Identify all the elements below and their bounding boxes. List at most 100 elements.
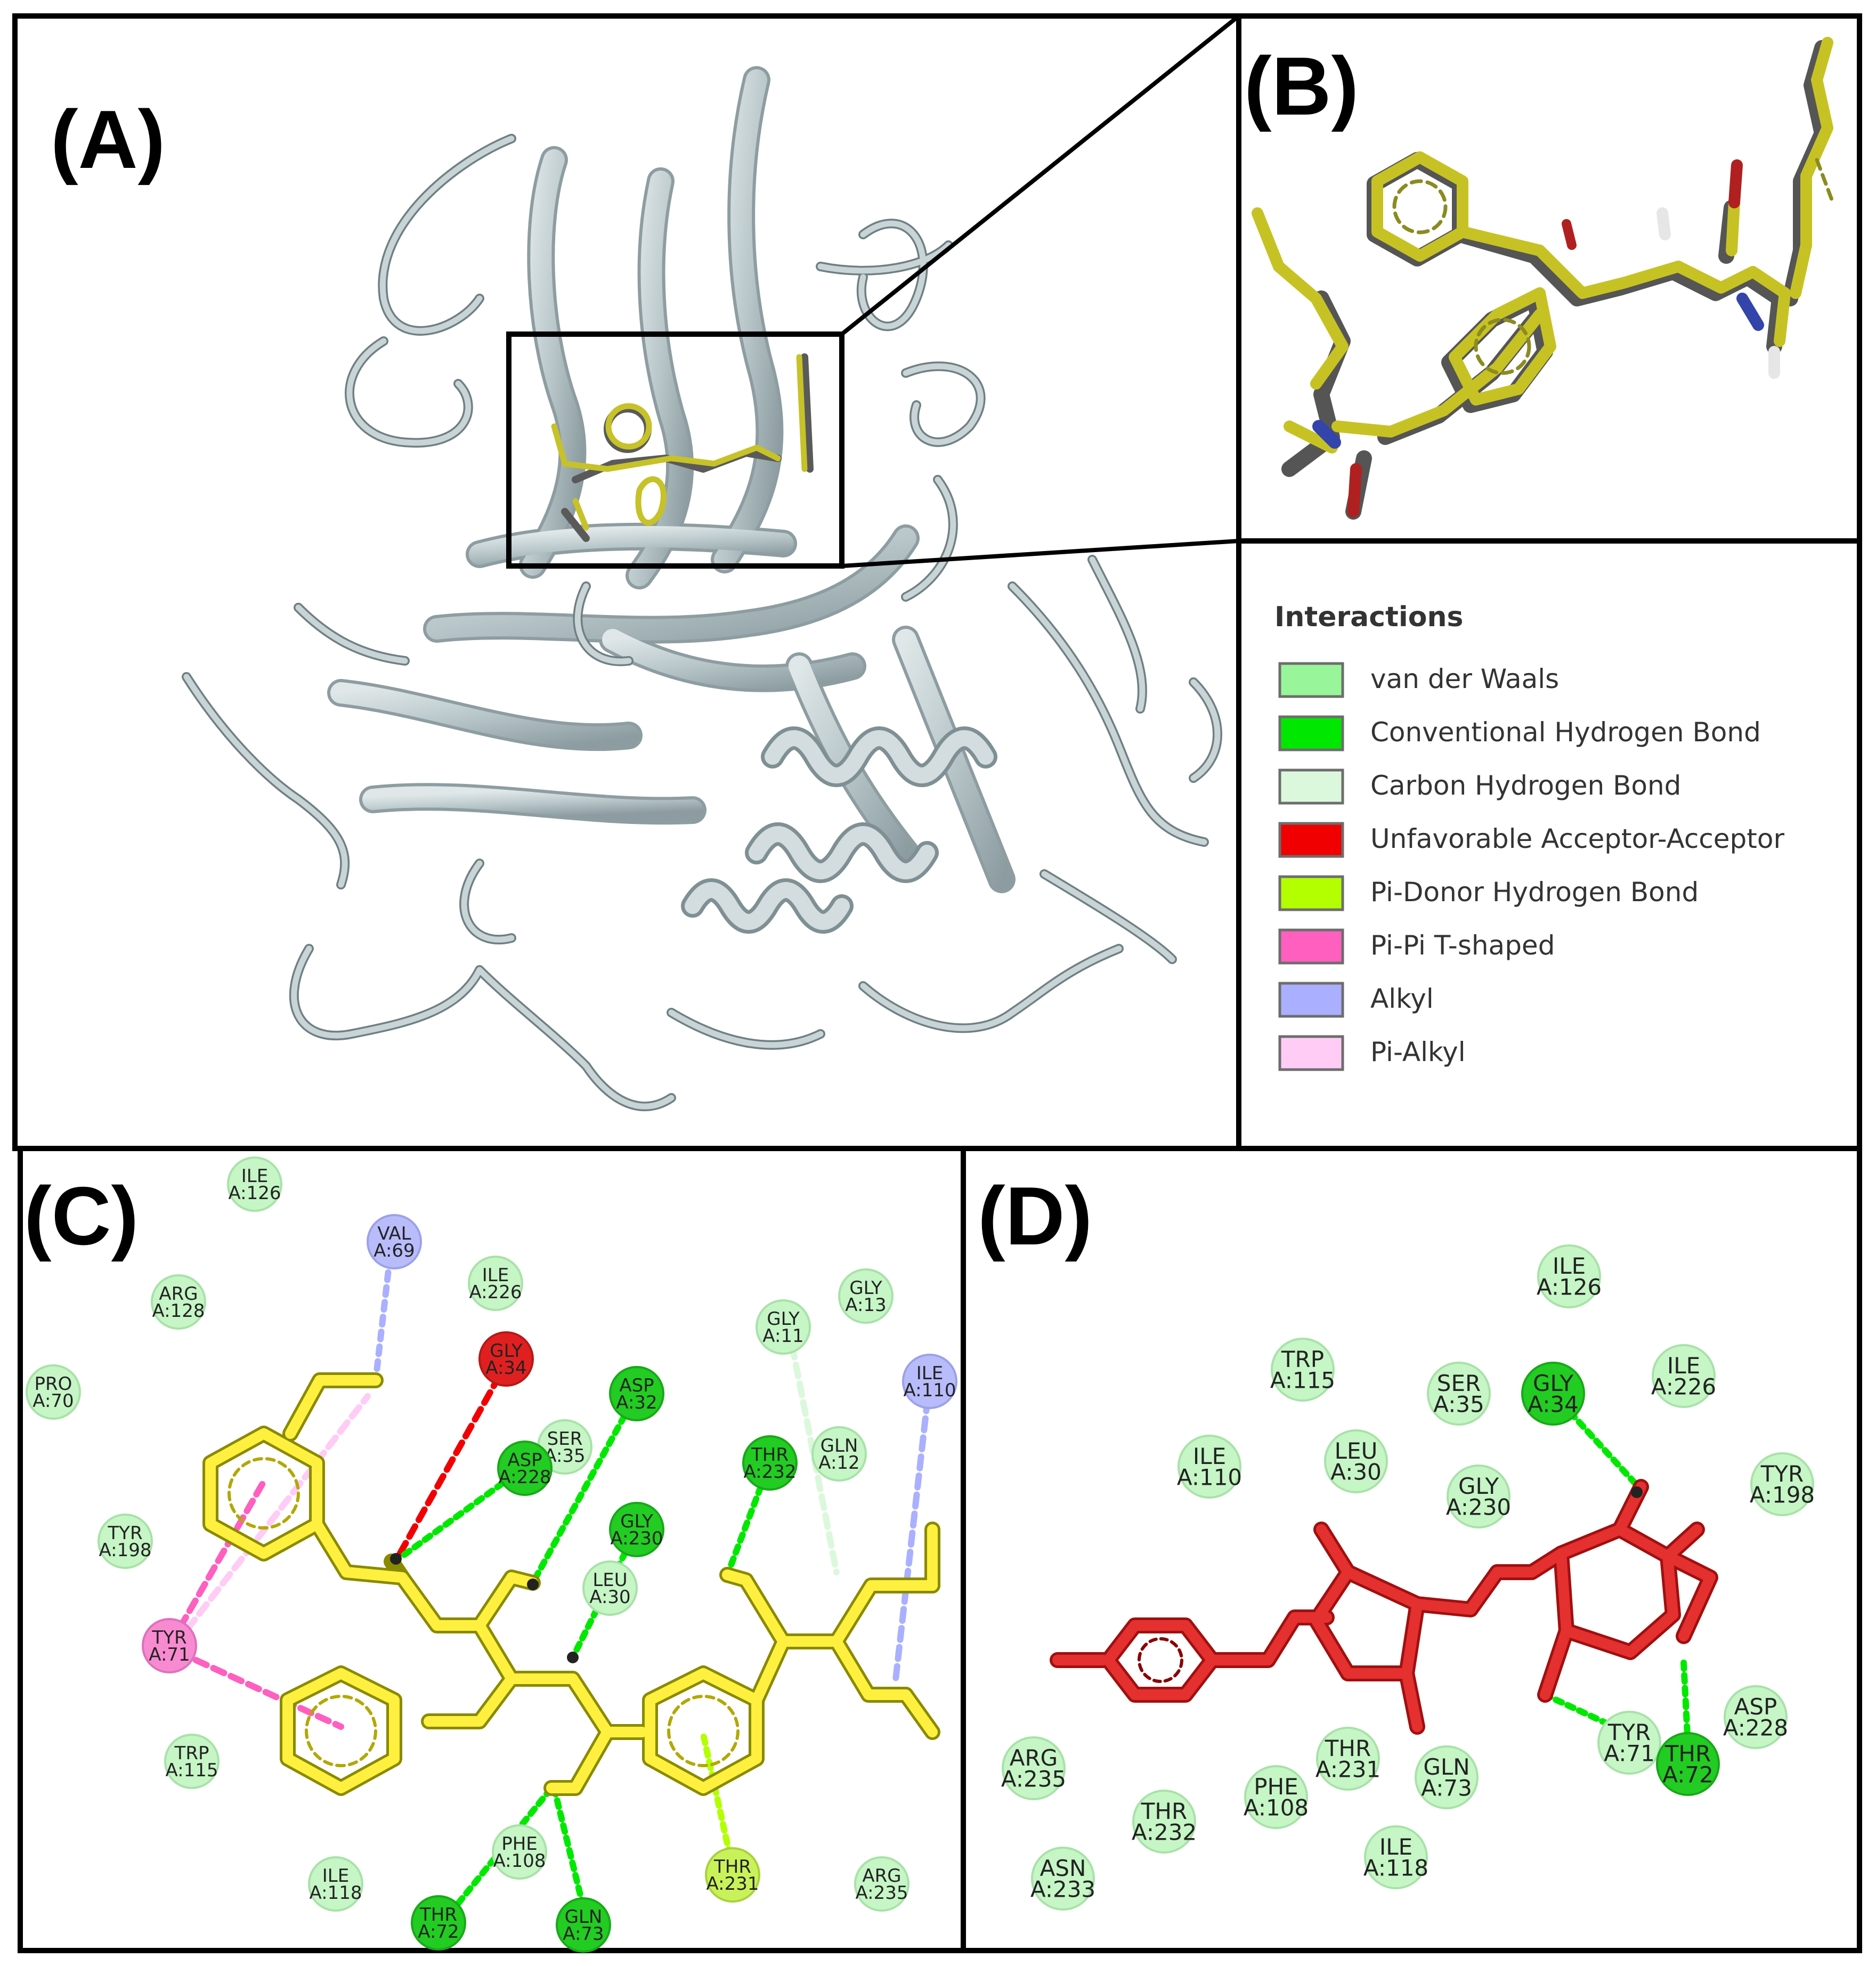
legend-item: van der Waals bbox=[1278, 662, 1559, 698]
residue-id: A:72 bbox=[418, 1921, 459, 1943]
residue-name: TYR bbox=[151, 1627, 186, 1648]
residue-circle bbox=[497, 1441, 553, 1496]
residue-circle bbox=[1031, 1847, 1095, 1911]
legend-label: van der Waals bbox=[1370, 664, 1559, 694]
residue-circle bbox=[742, 1435, 798, 1491]
residue-circle bbox=[1324, 1429, 1388, 1493]
residue-circle bbox=[854, 1856, 909, 1912]
residue-id: A:232 bbox=[1132, 1819, 1197, 1845]
residue-id: A:110 bbox=[1177, 1464, 1242, 1490]
residue-circle bbox=[26, 1364, 81, 1420]
residue-name: ILE bbox=[1379, 1834, 1412, 1860]
legend-swatch bbox=[1278, 822, 1344, 858]
residue-name: GLY bbox=[620, 1511, 653, 1532]
residue-circle bbox=[756, 1299, 811, 1355]
residue-id: A:72 bbox=[1662, 1761, 1713, 1787]
legend-swatch bbox=[1278, 875, 1344, 911]
residue-id: A:32 bbox=[616, 1392, 657, 1413]
residue-id: A:226 bbox=[469, 1282, 522, 1303]
residue-circle bbox=[811, 1426, 867, 1482]
residue-name: LEU bbox=[1335, 1438, 1378, 1464]
residue-name: ASP bbox=[507, 1450, 542, 1471]
residue-name: ARG bbox=[1010, 1745, 1058, 1771]
residue-id: A:34 bbox=[1528, 1391, 1579, 1417]
residue-id: A:235 bbox=[855, 1882, 908, 1904]
residue-name: SER bbox=[547, 1428, 583, 1450]
residue-name: TYR bbox=[107, 1523, 142, 1544]
residue-name: GLN bbox=[1423, 1754, 1469, 1780]
residue-id: A:231 bbox=[706, 1873, 759, 1895]
residue-name: ILE bbox=[482, 1265, 509, 1286]
residue-circle bbox=[367, 1214, 422, 1269]
residue-name: THR bbox=[1141, 1798, 1187, 1824]
residue-name: GLY bbox=[1533, 1370, 1573, 1396]
residue-circle bbox=[1537, 1244, 1601, 1308]
residue-circle bbox=[478, 1331, 534, 1387]
residue-name: ILE bbox=[916, 1363, 943, 1384]
residue-name: ASP bbox=[1734, 1694, 1777, 1720]
residue-id: A:231 bbox=[1315, 1756, 1380, 1782]
residue-circle bbox=[468, 1256, 523, 1311]
residue-id: A:118 bbox=[1363, 1855, 1428, 1881]
residue-name: ILE bbox=[322, 1865, 349, 1887]
legend-swatch bbox=[1278, 768, 1344, 805]
residue-circle bbox=[1447, 1465, 1510, 1528]
residue-id: A:73 bbox=[1421, 1775, 1472, 1801]
residue-id: A:35 bbox=[1433, 1391, 1484, 1417]
panel-b-label: (B) bbox=[1244, 40, 1359, 132]
legend-item: Pi-Alkyl bbox=[1278, 1035, 1466, 1071]
legend-item: Alkyl bbox=[1278, 982, 1434, 1018]
residue-name: THR bbox=[713, 1856, 751, 1878]
residue-circle bbox=[1724, 1685, 1788, 1749]
residue-id: A:230 bbox=[610, 1528, 663, 1549]
residue-circle bbox=[151, 1274, 206, 1330]
ligand-d bbox=[1050, 1479, 1718, 1735]
residue-circle bbox=[609, 1366, 664, 1421]
ligand-small-view bbox=[551, 353, 814, 542]
residue-name: ARG bbox=[862, 1865, 901, 1887]
residue-circle bbox=[838, 1268, 894, 1324]
residue-circle bbox=[1271, 1338, 1335, 1402]
residue-name: GLY bbox=[490, 1340, 523, 1362]
residue-id: A:118 bbox=[309, 1882, 362, 1904]
residue-circle bbox=[1316, 1727, 1380, 1791]
residue-circle bbox=[1427, 1362, 1491, 1426]
residue-id: A:34 bbox=[485, 1357, 526, 1379]
residue-id: A:30 bbox=[589, 1587, 630, 1608]
legend-swatch bbox=[1278, 715, 1344, 751]
residue-circle bbox=[1656, 1732, 1720, 1796]
residue-id: A:115 bbox=[165, 1760, 218, 1781]
residue-id: A:73 bbox=[563, 1923, 604, 1945]
residue-circle bbox=[902, 1354, 957, 1409]
panel-a: (A) bbox=[12, 13, 1243, 1151]
residue-id: A:233 bbox=[1030, 1876, 1095, 1902]
residue-id: A:198 bbox=[99, 1540, 151, 1561]
residue-circle bbox=[609, 1502, 664, 1557]
legend-item: Conventional Hydrogen Bond bbox=[1278, 715, 1761, 751]
legend-item: Pi-Pi T-shaped bbox=[1278, 928, 1555, 965]
zoom-connector-top bbox=[840, 14, 1240, 336]
residue-circle bbox=[1597, 1711, 1661, 1775]
